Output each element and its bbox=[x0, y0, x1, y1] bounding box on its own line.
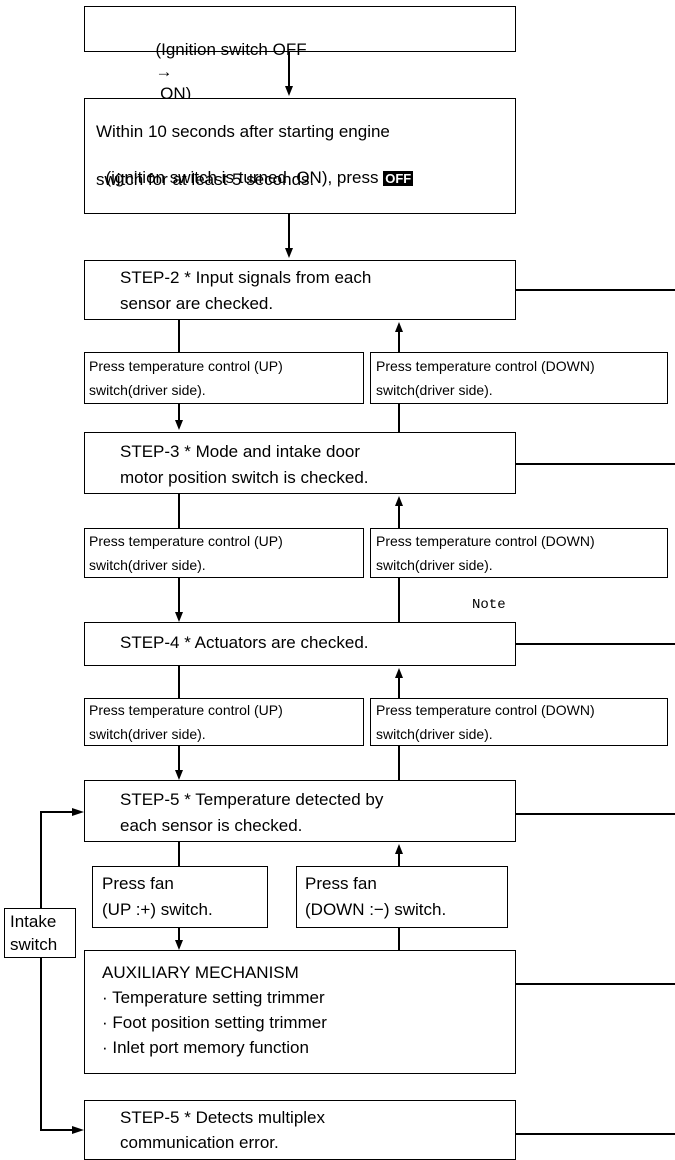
step-5-line2: each sensor is checked. bbox=[120, 816, 303, 835]
intro-line3: switch for at least 5 seconds. bbox=[96, 170, 315, 189]
intro-line2: (ignition switch is turned ON), press OF… bbox=[96, 145, 414, 189]
right-arrow-icon: → bbox=[155, 62, 173, 82]
down-label-line2: switch(driver side). bbox=[376, 726, 493, 742]
down-label-line2: switch(driver side). bbox=[376, 557, 493, 573]
step-4-box bbox=[84, 622, 516, 666]
arrow-down-icon bbox=[175, 940, 183, 950]
up-label-line2: switch(driver side). bbox=[89, 557, 206, 573]
step-4-line1: STEP-4 * Actuators are checked. bbox=[120, 633, 369, 652]
side-connector bbox=[516, 463, 675, 465]
down-label-line2: switch(driver side). bbox=[376, 382, 493, 398]
intro-box bbox=[84, 98, 516, 214]
arrow-right-icon bbox=[72, 1126, 84, 1134]
step-3-box bbox=[84, 432, 516, 494]
connector bbox=[288, 214, 290, 248]
step-5-line1: STEP-5 * Temperature detected by bbox=[120, 790, 384, 809]
side-connector bbox=[516, 643, 675, 645]
intro-line2-text: (ignition switch is turned ON), press bbox=[105, 168, 384, 188]
final-step-line2: communication error. bbox=[120, 1133, 279, 1152]
intake-switch-box bbox=[4, 908, 76, 958]
arrow-down-icon bbox=[175, 420, 183, 430]
off-switch-icon: OFF bbox=[383, 171, 414, 187]
intake-switch-line2: switch bbox=[10, 935, 58, 954]
connector bbox=[398, 504, 400, 528]
side-connector bbox=[516, 1133, 675, 1135]
connector bbox=[178, 320, 180, 352]
side-connector bbox=[516, 813, 675, 815]
aux-box bbox=[84, 950, 516, 1074]
intake-loop-line bbox=[40, 811, 74, 813]
connector bbox=[398, 746, 400, 780]
arrow-down-icon bbox=[175, 612, 183, 622]
connector bbox=[178, 746, 180, 770]
final-step-line1: STEP-5 * Detects multiplex bbox=[120, 1108, 326, 1127]
intake-switch-line1: Intake bbox=[10, 912, 57, 931]
intake-loop-line bbox=[40, 958, 42, 1130]
start-text-main: (Ignition switch OFF bbox=[155, 40, 307, 60]
side-connector bbox=[516, 983, 675, 985]
connector bbox=[178, 494, 180, 528]
step-5-box bbox=[84, 780, 516, 842]
connector bbox=[178, 842, 180, 866]
up-label-box bbox=[84, 698, 364, 746]
arrow-down-icon bbox=[175, 770, 183, 780]
down-label-line1: Press temperature control (DOWN) bbox=[376, 702, 595, 718]
down-label-box bbox=[370, 528, 668, 578]
arrow-up-icon bbox=[395, 844, 403, 854]
connector bbox=[398, 330, 400, 352]
down-label-line1: Press temperature control (DOWN) bbox=[376, 533, 595, 549]
arrow-up-icon bbox=[395, 322, 403, 332]
connector bbox=[398, 676, 400, 698]
step-2-line1: STEP-2 * Input signals from each bbox=[120, 268, 372, 287]
aux-item: · Inlet port memory function bbox=[102, 1038, 309, 1057]
up-label-line2: switch(driver side). bbox=[89, 726, 206, 742]
aux-title: AUXILIARY MECHANISM bbox=[102, 963, 299, 982]
fan-down-box bbox=[296, 866, 508, 928]
fan-down-line2: (DOWN :−) switch. bbox=[305, 900, 447, 919]
down-label-box bbox=[370, 352, 668, 404]
note-label: Note bbox=[472, 597, 506, 613]
arrow-down-icon bbox=[285, 86, 293, 96]
final-step-box bbox=[84, 1100, 516, 1160]
connector bbox=[398, 852, 400, 866]
arrow-right-icon bbox=[72, 808, 84, 816]
connector bbox=[178, 666, 180, 698]
step-2-line2: sensor are checked. bbox=[120, 294, 274, 313]
side-connector bbox=[516, 289, 675, 291]
start-box bbox=[84, 6, 516, 52]
intake-loop-line bbox=[40, 1129, 74, 1131]
up-label-line1: Press temperature control (UP) bbox=[89, 358, 283, 374]
down-label-box bbox=[370, 698, 668, 746]
down-label-line1: Press temperature control (DOWN) bbox=[376, 358, 595, 374]
fan-down-line1: Press fan bbox=[305, 874, 377, 893]
up-label-line1: Press temperature control (UP) bbox=[89, 533, 283, 549]
connector bbox=[398, 928, 400, 950]
step-3-line1: STEP-3 * Mode and intake door bbox=[120, 442, 361, 461]
arrow-up-icon bbox=[395, 668, 403, 678]
connector bbox=[288, 52, 290, 86]
aux-item: · Foot position setting trimmer bbox=[102, 1013, 327, 1032]
fan-up-line1: Press fan bbox=[102, 874, 174, 893]
up-label-box bbox=[84, 352, 364, 404]
up-label-line2: switch(driver side). bbox=[89, 382, 206, 398]
fan-up-box bbox=[92, 866, 268, 928]
start-text: (Ignition switch OFF → ON) bbox=[146, 17, 307, 105]
connector bbox=[398, 578, 400, 622]
connector bbox=[178, 404, 180, 420]
connector bbox=[178, 928, 180, 942]
arrow-up-icon bbox=[395, 496, 403, 506]
connector bbox=[398, 404, 400, 432]
fan-up-line2: (UP :+) switch. bbox=[102, 900, 213, 919]
step-3-line2: motor position switch is checked. bbox=[120, 468, 369, 487]
intro-line1: Within 10 seconds after starting engine bbox=[96, 122, 390, 141]
intake-loop-line bbox=[40, 812, 42, 908]
arrow-down-icon bbox=[285, 248, 293, 258]
aux-item: · Temperature setting trimmer bbox=[102, 988, 325, 1007]
step-2-box bbox=[84, 260, 516, 320]
up-label-line1: Press temperature control (UP) bbox=[89, 702, 283, 718]
connector bbox=[178, 578, 180, 612]
up-label-box bbox=[84, 528, 364, 578]
